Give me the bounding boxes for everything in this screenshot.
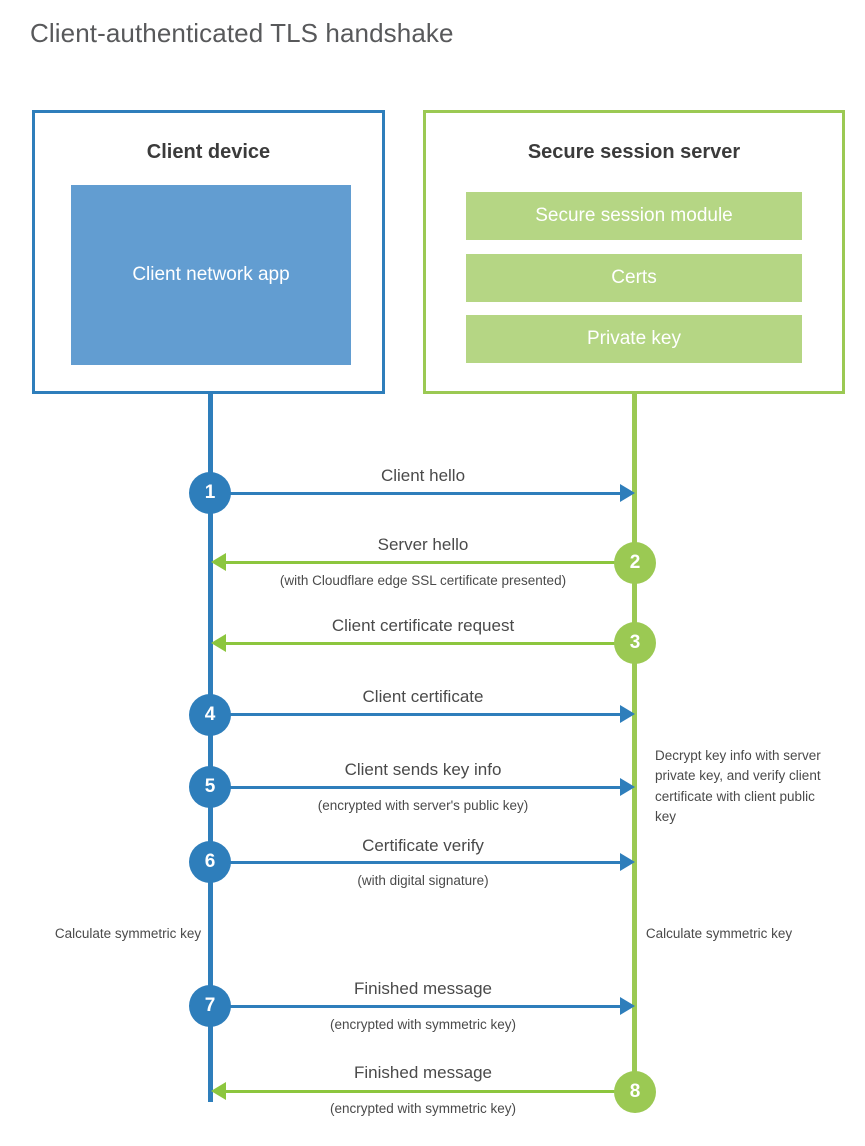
client-device-box: Client device Client network app	[32, 110, 385, 394]
server-lifeline	[632, 393, 637, 1093]
step-5-arrow-head-right-icon	[620, 778, 635, 796]
step-2-circle: 2	[614, 542, 656, 584]
server-component-certs: Certs	[466, 254, 802, 302]
step-6-arrow-head-right-icon	[620, 853, 635, 871]
step-2-arrow-line	[226, 561, 635, 564]
step-3-arrow-line	[226, 642, 635, 645]
step-1-arrow-head-right-icon	[620, 484, 635, 502]
step-5-label: Client sends key info	[344, 760, 502, 779]
step-5-circle: 5	[189, 766, 231, 808]
step-8-sublabel: (encrypted with symmetric key)	[329, 1101, 517, 1116]
step-4-label: Client certificate	[362, 687, 484, 706]
step-3-arrow-head-left-icon	[211, 634, 226, 652]
client-calculate-symmetric-key-note: Calculate symmetric key	[54, 926, 202, 941]
step-4-arrow-head-right-icon	[620, 705, 635, 723]
server-calculate-symmetric-key-note: Calculate symmetric key	[645, 926, 793, 941]
step-7-arrow-line	[211, 1005, 620, 1008]
step-3-label: Client certificate request	[331, 616, 515, 635]
server-decrypt-note: Decrypt key info with server private key…	[655, 748, 821, 824]
step-8-arrow-head-left-icon	[211, 1082, 226, 1100]
step-6-label: Certificate verify	[362, 836, 484, 855]
step-7-sublabel: (encrypted with symmetric key)	[329, 1017, 517, 1032]
step-7-circle: 7	[189, 985, 231, 1027]
step-8-arrow-line	[226, 1090, 635, 1093]
step-2-label: Server hello	[377, 535, 469, 554]
step-6-arrow-line	[211, 861, 620, 864]
step-5-sublabel: (encrypted with server's public key)	[317, 798, 529, 813]
step-1-circle: 1	[189, 472, 231, 514]
step-4-circle: 4	[189, 694, 231, 736]
step-7-arrow-head-right-icon	[620, 997, 635, 1015]
step-1-label: Client hello	[380, 466, 466, 485]
server-component-secure-session-module: Secure session module	[466, 192, 802, 240]
step-6-circle: 6	[189, 841, 231, 883]
client-network-app: Client network app	[71, 185, 351, 365]
step-6-sublabel: (with digital signature)	[357, 873, 489, 888]
client-lifeline	[208, 393, 213, 1102]
secure-session-server-box: Secure session server Secure session mod…	[423, 110, 845, 394]
client-device-title: Client device	[146, 141, 271, 163]
page-title: Client-authenticated TLS handshake	[30, 18, 454, 48]
step-4-arrow-line	[211, 713, 620, 716]
step-1-arrow-line	[211, 492, 620, 495]
step-8-label: Finished message	[354, 1063, 492, 1082]
step-2-sublabel: (with Cloudflare edge SSL certificate pr…	[279, 573, 567, 588]
step-5-arrow-line	[211, 786, 620, 789]
step-2-arrow-head-left-icon	[211, 553, 226, 571]
step-8-circle: 8	[614, 1071, 656, 1113]
server-component-private-key: Private key	[466, 315, 802, 363]
step-3-circle: 3	[614, 622, 656, 664]
step-7-label: Finished message	[354, 979, 492, 998]
secure-session-server-title: Secure session server	[527, 141, 741, 163]
